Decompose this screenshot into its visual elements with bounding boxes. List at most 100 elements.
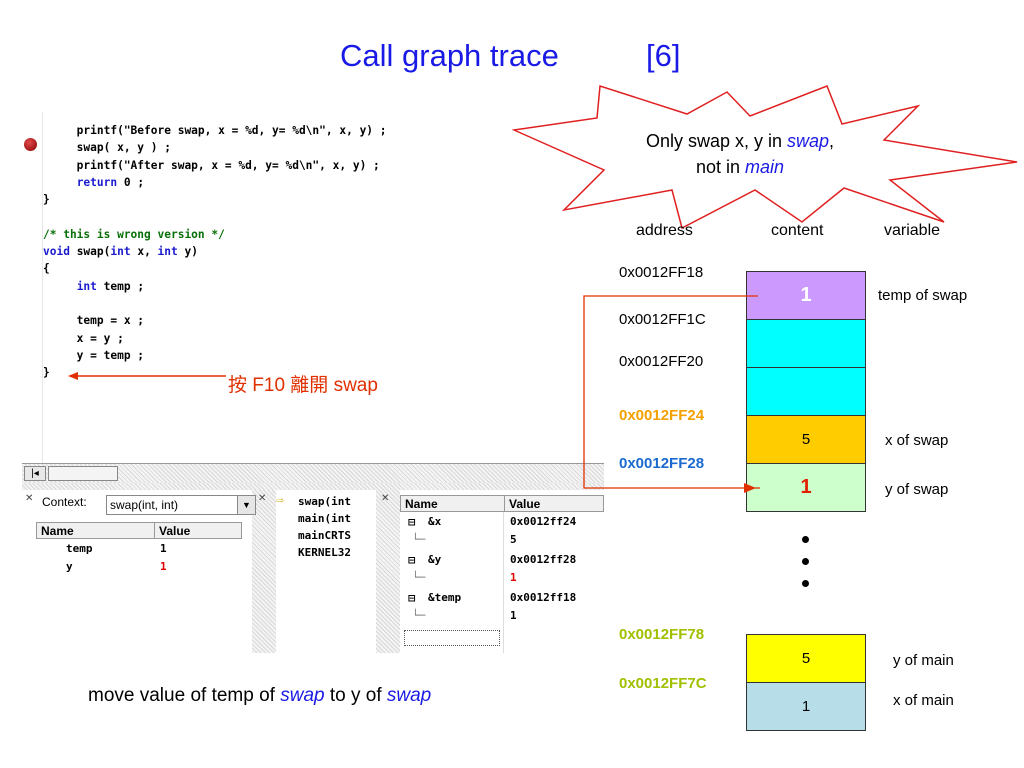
pane-separator[interactable] [252, 490, 276, 653]
code-line[interactable]: void swap(int x, int y) [43, 245, 198, 259]
header-variable: variable [884, 222, 941, 239]
code-line[interactable] [43, 208, 387, 225]
var-name: temp [66, 542, 93, 555]
watch-value: 1 [510, 571, 517, 584]
vars-grid-header: Name Value [36, 522, 242, 539]
address-label: 0x0012FF7C [619, 675, 707, 692]
callout-line1: Only swap x, y in [645, 131, 787, 151]
ellipsis-dot [802, 580, 809, 587]
header-content: content [771, 222, 824, 239]
collapse-icon[interactable]: ⊟ [408, 591, 416, 605]
watch-name: &temp [428, 591, 462, 604]
context-label: Context: [42, 495, 87, 509]
close-icon[interactable]: ✕ [25, 493, 34, 504]
arrow-to-brace [68, 372, 226, 380]
code-editor[interactable]: ⇨ printf("Before swap, x = %d, y= %d\n",… [22, 112, 604, 488]
current-frame-arrow-icon: ⇨ [276, 493, 284, 508]
code-line[interactable]: return 0 ; [76, 175, 145, 189]
frame-label: main(int [298, 512, 351, 525]
watch-col-value: Value [509, 497, 541, 511]
close-icon[interactable]: ✕ [258, 493, 267, 504]
code-line[interactable]: x = y ; [43, 331, 124, 345]
editor-hscrollbar[interactable]: |◂ [22, 463, 604, 483]
tree-branch-icon: └─ [412, 571, 426, 584]
code-line[interactable]: } [43, 366, 50, 380]
table-row[interactable]: y 1 [36, 559, 242, 576]
var-label: y of swap [885, 481, 949, 498]
callout-starburst [512, 84, 1018, 230]
var-label: x of main [893, 692, 954, 709]
chevron-down-icon[interactable]: ▼ [237, 496, 255, 514]
table-row[interactable]: ⊟ &x 0x0012ff24 [400, 514, 604, 531]
memory-cell-temp: 1 [746, 271, 866, 320]
var-label: x of swap [885, 432, 949, 449]
code-line[interactable]: printf("After swap, x = %d, y= %d\n", x,… [43, 158, 380, 172]
pane-separator[interactable] [376, 490, 400, 653]
var-value: 1 [160, 560, 167, 573]
ellipsis-dot [802, 536, 809, 543]
variables-pane[interactable]: Context: swap(int, int) ▼ Name Value tem… [22, 490, 256, 653]
frame-label: KERNEL32 [298, 546, 351, 559]
address-label: 0x0012FF18 [619, 264, 704, 281]
slide-title: Call graph trace [6] [0, 38, 1024, 86]
watch-pane[interactable]: Name Value ⊟ &x 0x0012ff24 └─ 5 ⊟ &y 0x0… [400, 490, 604, 653]
address-label: 0x0012FF20 [619, 353, 704, 370]
callout-text: Only swap x, y in swap, not in main [590, 128, 890, 180]
watch-name: &x [428, 515, 442, 528]
watch-name: &y [428, 553, 442, 566]
code-line[interactable]: { [43, 262, 50, 276]
table-row[interactable]: └─ 1 [400, 570, 604, 587]
code-line[interactable] [43, 295, 387, 312]
context-value: swap(int, int) [110, 498, 179, 512]
code-line[interactable]: int temp ; [76, 279, 145, 293]
code-line[interactable]: swap( x, y ) ; [43, 141, 171, 155]
move-arrow [583, 295, 760, 493]
caption-swap: swap [386, 685, 432, 706]
frame-label: mainCRTS [298, 529, 351, 542]
code-line[interactable]: y = temp ; [43, 348, 145, 362]
title-text: Call graph trace [340, 38, 559, 73]
var-name: y [66, 560, 73, 573]
memory-cell-x-main: 1 [746, 682, 866, 731]
code-line[interactable]: printf("Before swap, x = %d, y= %d\n", x… [43, 124, 387, 137]
collapse-icon[interactable]: ⊟ [408, 515, 416, 529]
breakpoint-icon[interactable] [24, 138, 37, 151]
pane-separator [22, 483, 604, 490]
callout-comma: , [829, 131, 835, 151]
memory-cell-x-swap: 5 [746, 415, 866, 464]
callstack-pane[interactable]: ⇨ swap(int main(int mainCRTS KERNEL32 [276, 490, 376, 653]
close-icon[interactable]: ✕ [381, 493, 390, 504]
var-label: y of main [893, 652, 954, 669]
collapse-icon[interactable]: ⊟ [408, 553, 416, 567]
watch-grid-header: Name Value [400, 495, 604, 512]
editor-gutter[interactable] [22, 112, 42, 468]
ellipsis-dot [802, 558, 809, 565]
memory-cell-y-main: 5 [746, 634, 866, 683]
code-line[interactable]: temp = x ; [43, 314, 145, 328]
table-row[interactable]: └─ 1 [400, 608, 604, 625]
memory-cell-empty [746, 367, 866, 416]
code-lines[interactable]: printf("Before swap, x = %d, y= %d\n", x… [43, 122, 387, 381]
caption-swap: swap [280, 685, 325, 706]
caption: move value of temp of swap to y of swap [88, 685, 431, 707]
code-line[interactable]: /* this is wrong version */ [43, 227, 225, 241]
watch-value: 0x0012ff18 [510, 591, 577, 604]
frame-label: swap(int [298, 495, 351, 508]
table-row[interactable]: ⊟ &temp 0x0012ff18 [400, 590, 604, 607]
scroll-thumb[interactable] [48, 466, 118, 481]
scroll-left-button[interactable]: |◂ [24, 466, 46, 481]
context-select[interactable]: swap(int, int) ▼ [106, 495, 256, 515]
table-row[interactable]: temp 1 [36, 541, 242, 558]
vars-col-name: Name [41, 524, 74, 538]
code-line[interactable]: } [43, 193, 50, 207]
table-row[interactable]: ⊟ &y 0x0012ff28 [400, 552, 604, 569]
callout-swap: swap [787, 131, 830, 151]
new-watch-input[interactable] [404, 630, 500, 646]
vars-col-value: Value [159, 524, 191, 538]
address-label: 0x0012FF78 [619, 626, 705, 643]
table-row[interactable]: └─ 5 [400, 532, 604, 549]
memory-cell-y-swap: 1 [746, 463, 866, 512]
watch-col-name: Name [405, 497, 438, 511]
callout-main: main [745, 157, 785, 177]
caption-part: to y of [324, 685, 387, 706]
